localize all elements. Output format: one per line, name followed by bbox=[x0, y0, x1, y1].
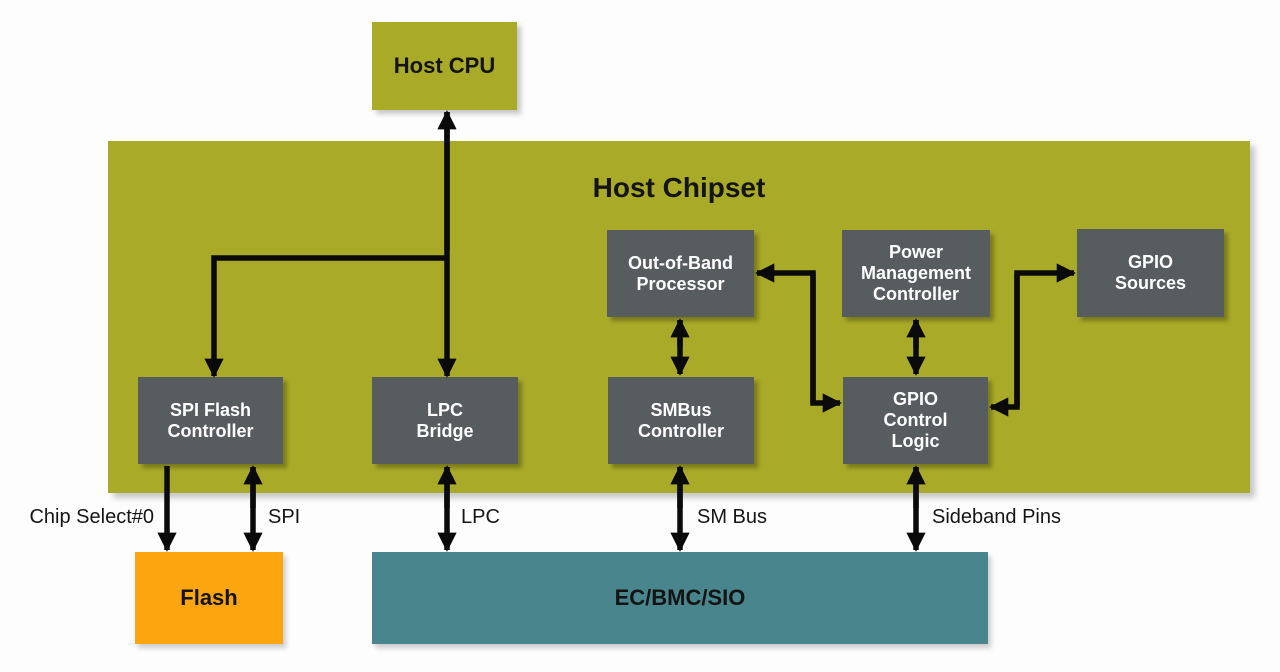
spi-flash-controller-box: SPI Flash Controller bbox=[138, 377, 283, 464]
smbus-controller-box: SMBus Controller bbox=[608, 377, 754, 464]
host-cpu-box: Host CPU bbox=[372, 22, 517, 110]
sideband-pins-label: Sideband Pins bbox=[932, 506, 1061, 528]
host-chipset-title: Host Chipset bbox=[592, 172, 766, 203]
out-of-band-processor-box: Out-of-Band Processor bbox=[607, 230, 754, 317]
gpio-control-logic-box: GPIO Control Logic bbox=[843, 377, 988, 464]
sm-bus-label: SM Bus bbox=[697, 506, 768, 528]
gpio-sources-box: GPIO Sources bbox=[1077, 229, 1224, 317]
ec-bmc-sio-box: EC/BMC/SIO bbox=[372, 552, 988, 644]
lpc-label: LPC bbox=[461, 506, 500, 528]
lpc-bridge-box: LPC Bridge bbox=[372, 377, 518, 464]
spi-label: SPI bbox=[268, 506, 301, 528]
chip-select-label: Chip Select#0 bbox=[29, 506, 154, 528]
power-management-controller-box: Power Management Controller bbox=[842, 230, 990, 317]
flash-box: Flash bbox=[135, 552, 283, 644]
